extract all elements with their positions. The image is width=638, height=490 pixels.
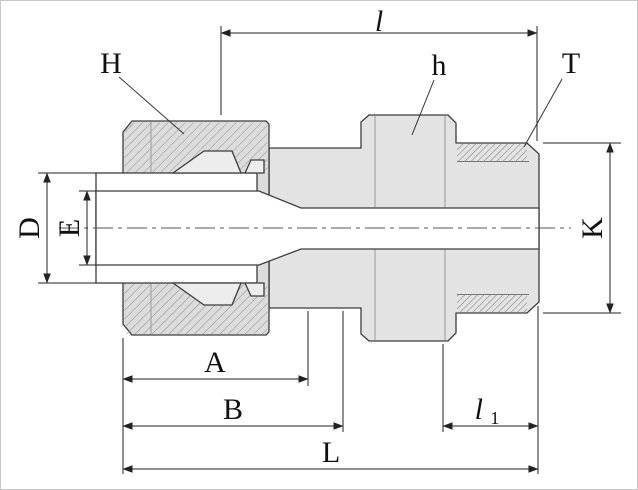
leader-line-T (523, 78, 563, 148)
label-l1-base: l (475, 393, 483, 426)
label-L: L (322, 436, 340, 469)
label-D: D (13, 217, 46, 239)
dimension-D: D (13, 172, 96, 284)
label-l: l (375, 5, 383, 38)
dimension-l1: l 1 (442, 344, 539, 432)
label-E: E (53, 219, 86, 237)
label-T: T (562, 47, 580, 80)
thread-hatch-bottom (457, 295, 527, 312)
dimension-L: L (122, 436, 539, 473)
back-ferrule-top (243, 159, 265, 174)
label-B: B (223, 393, 243, 426)
label-A: A (204, 346, 226, 379)
leader-line-h (411, 79, 435, 136)
label-h: h (432, 49, 447, 82)
label-H: H (100, 47, 122, 80)
front-ferrule-bottom (170, 282, 242, 306)
label-K: K (576, 217, 609, 239)
back-ferrule-bottom (243, 282, 265, 297)
dimension-l: l (220, 5, 538, 141)
front-ferrule-top (170, 150, 242, 174)
thread-hatch-top (457, 144, 527, 161)
label-l1: l 1 (475, 393, 500, 428)
bottom-dimensions: A B l 1 L (122, 306, 539, 474)
dimension-K: K (543, 142, 621, 314)
dimension-E: E (53, 190, 96, 266)
dimension-B: B (122, 311, 344, 432)
dimension-A: A (122, 311, 309, 386)
bore (95, 190, 540, 266)
label-l1-subscript: 1 (490, 408, 499, 428)
leader-line-H (118, 76, 185, 135)
callouts: H h T (100, 47, 580, 148)
